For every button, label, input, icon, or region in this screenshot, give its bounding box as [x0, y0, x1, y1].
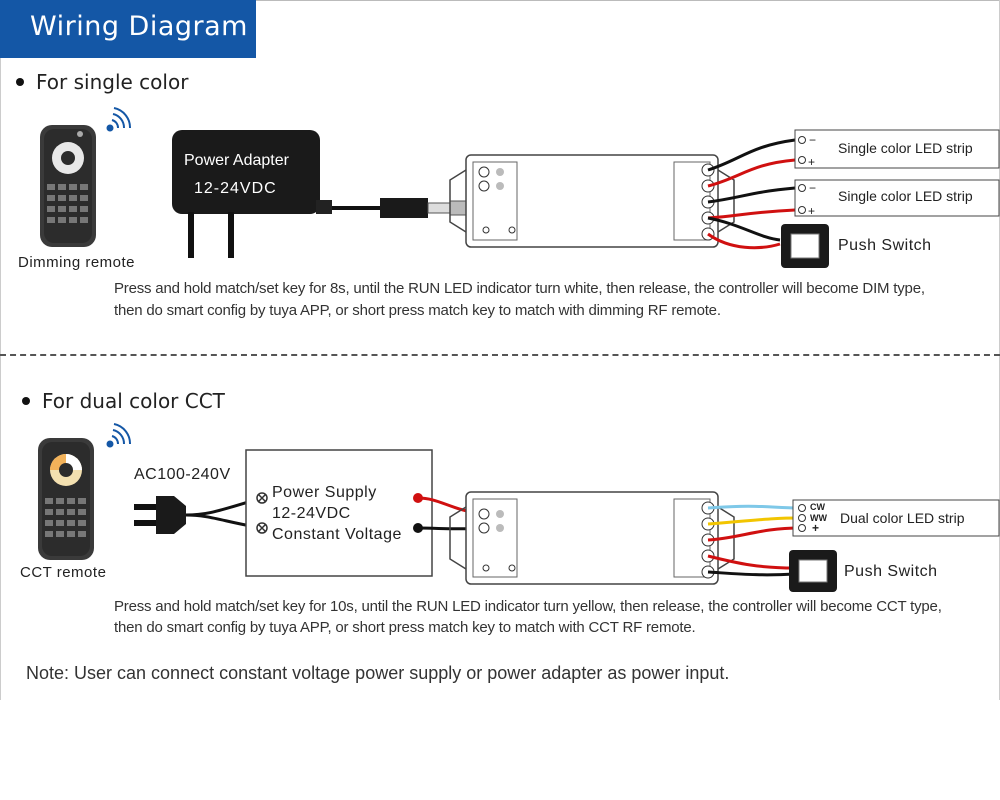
dual-instruction-line1: Press and hold match/set key for 10s, un… [114, 598, 942, 615]
cw-terminal-label: CW [810, 502, 825, 512]
ac-input-label: AC100-240V [134, 466, 231, 483]
push-switch-2 [789, 550, 837, 592]
cct-remote [38, 438, 94, 560]
push-switch-1 [781, 224, 829, 268]
dual-strip [792, 499, 1000, 537]
ww-terminal-label: WW [810, 513, 827, 523]
push-switch-1-label: Push Switch [838, 237, 932, 254]
header-rule [256, 0, 1000, 1]
single-strip-1: − + [794, 129, 1000, 169]
single-instruction-line1: Press and hold match/set key for 8s, unt… [114, 280, 925, 297]
single-strip-2: − + [794, 179, 1000, 218]
section-divider [0, 354, 1000, 356]
psu-label-line1: Power Supply [272, 484, 377, 501]
dc-plug [380, 198, 428, 218]
power-supply [245, 449, 433, 577]
single-strip-1-label: Single color LED strip [838, 140, 973, 156]
single-color-wiring-diagram: − + − + [40, 107, 1000, 268]
push-switch-2-label: Push Switch [844, 563, 938, 580]
svg-text:−: − [809, 133, 816, 147]
ac-plug [134, 496, 263, 534]
wireless-signal-icon [106, 107, 132, 132]
diagram-title: Wiring Diagram [0, 0, 256, 58]
led-controller [449, 154, 735, 248]
svg-text:−: − [809, 181, 816, 195]
dual-color-heading: For dual color CCT [22, 389, 225, 413]
wireless-signal-icon [106, 423, 132, 448]
adapter-label-line1: Power Adapter [184, 152, 289, 169]
dimming-remote [40, 125, 96, 247]
plus-terminal-label: + [812, 521, 820, 535]
dimming-remote-label: Dimming remote [18, 254, 136, 271]
svg-text:+: + [808, 204, 815, 218]
psu-label-line3: Constant Voltage [272, 526, 402, 543]
psu-label-line2: 12-24VDC [272, 505, 351, 522]
single-color-heading: For single color [16, 70, 188, 94]
led-controller [449, 491, 735, 585]
dual-instruction-line2: then do smart config by tuya APP, or sho… [114, 619, 696, 636]
svg-text:+: + [808, 155, 815, 169]
dual-color-wiring-diagram [38, 423, 1000, 592]
single-strip-2-label: Single color LED strip [838, 188, 973, 204]
bullet-icon [16, 77, 24, 86]
single-instruction-line2: then do smart config by tuya APP, or sho… [114, 302, 721, 319]
frame-left-border [0, 58, 1, 700]
cct-remote-label: CCT remote [20, 564, 107, 581]
power-adapter [172, 130, 332, 258]
dual-strip-label: Dual color LED strip [840, 510, 965, 526]
power-input-note: Note: User can connect constant voltage … [26, 663, 730, 683]
bullet-icon [22, 396, 30, 405]
adapter-label-line2: 12-24VDC [194, 180, 277, 197]
